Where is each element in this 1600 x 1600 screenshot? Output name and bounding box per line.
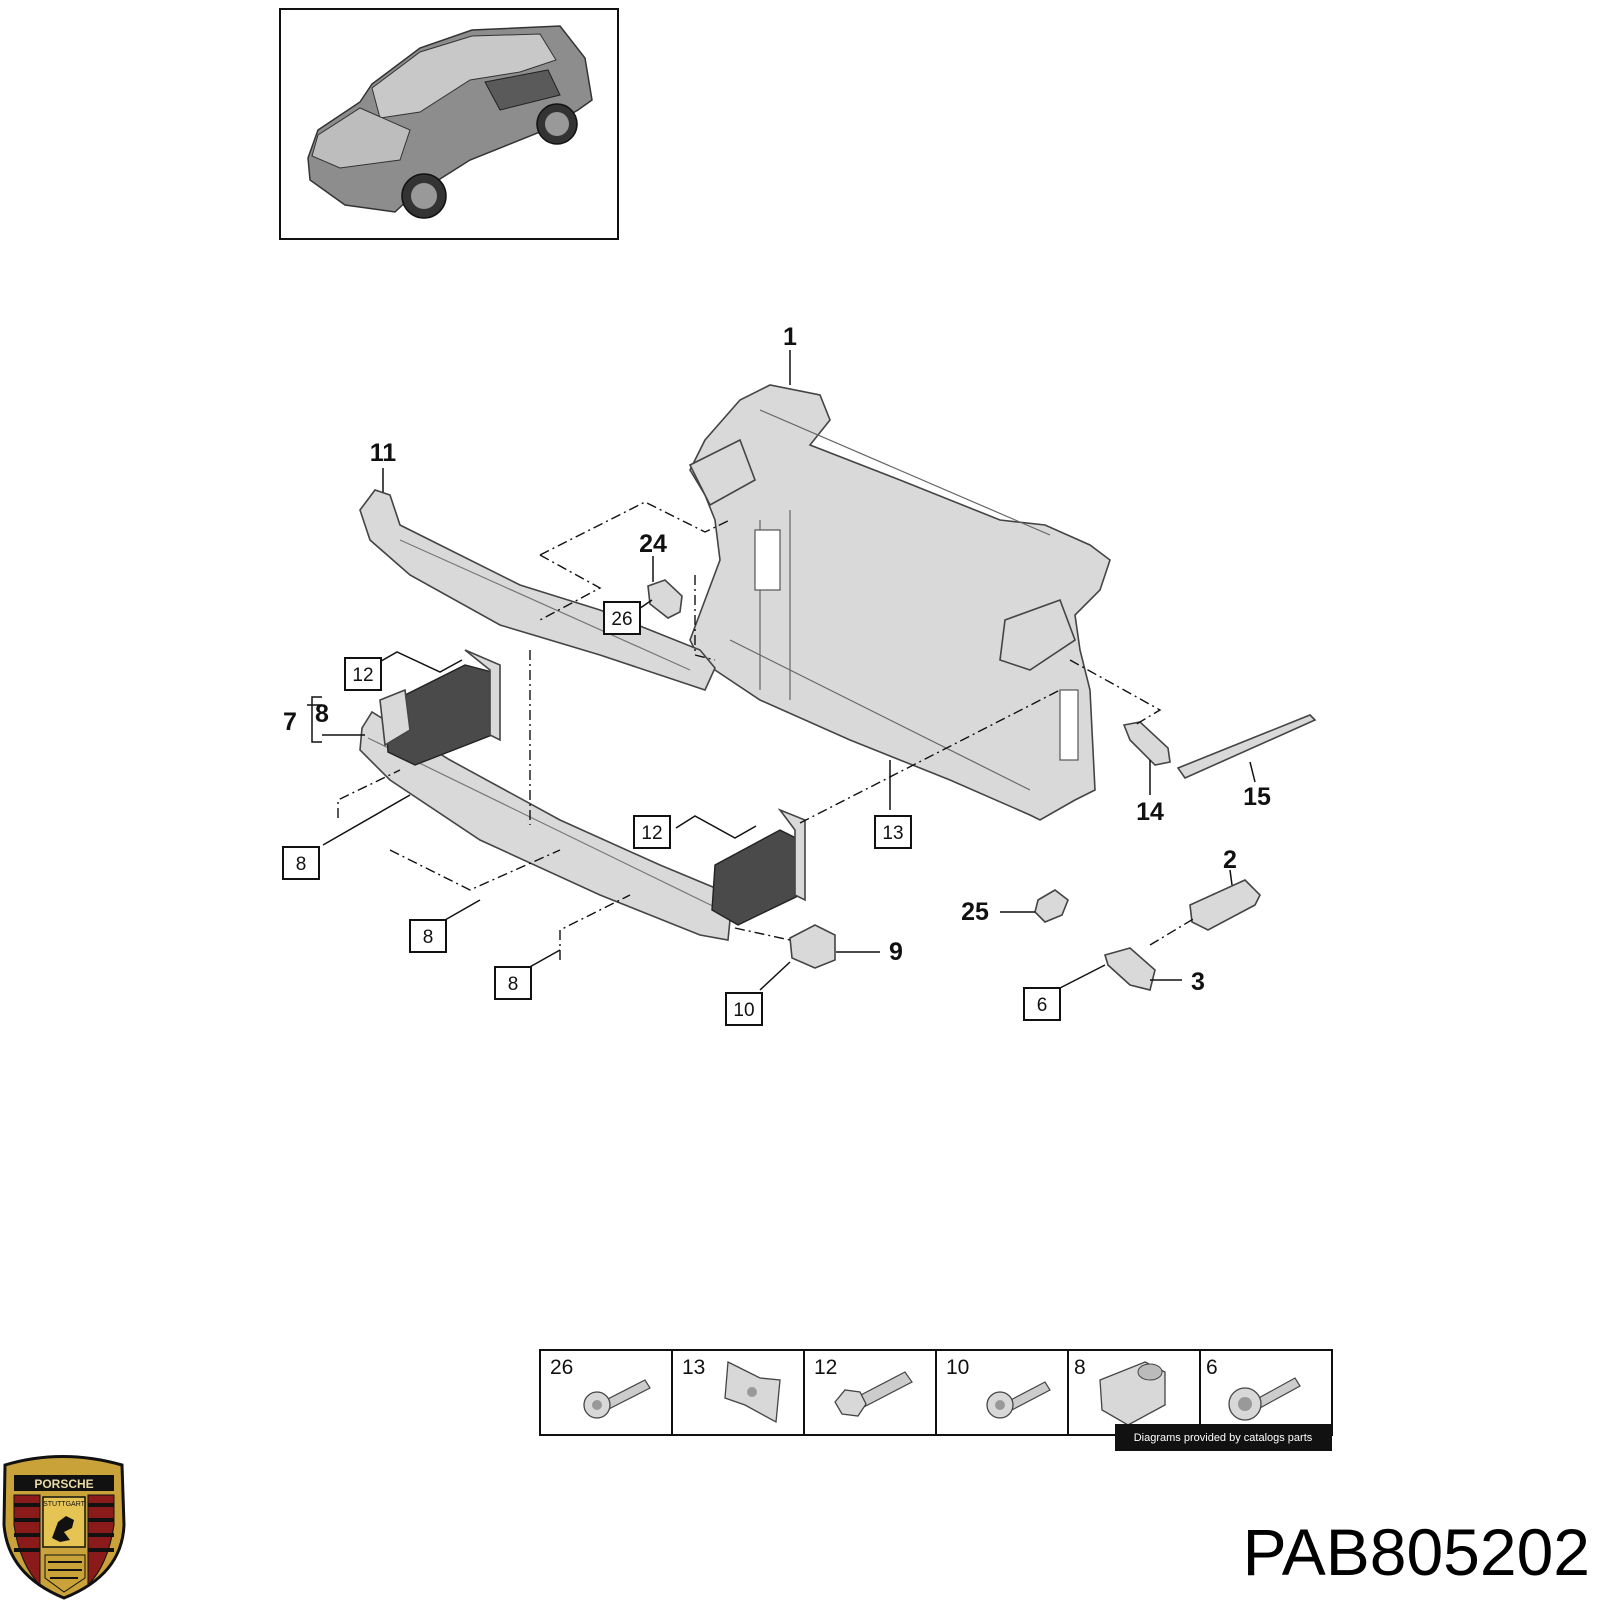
radiator-support-frame [688,384,1111,821]
svg-text:Diagrams provided by catalogs: Diagrams provided by catalogs parts [1134,1432,1313,1444]
bracket-part-3 [1103,947,1156,991]
boxed-callout-13: 13 [874,815,912,849]
clip-nut-icon [724,1360,781,1424]
screw-icon [583,1379,651,1419]
svg-text:26: 26 [611,609,632,630]
callout-24: 24 [639,530,667,558]
callout-3: 3 [1191,968,1205,996]
leader-lines [307,350,1256,991]
callout-8: 8 [315,700,329,728]
callout-25: 25 [961,898,989,926]
hardware-table: 26 13 12 10 [539,1349,1333,1451]
torx-bolt-icon [1228,1377,1301,1421]
callout-11: 11 [370,439,397,467]
bracket-part-24 [647,579,683,619]
crash-box-right [711,808,806,926]
bracket-part-2 [1189,879,1261,931]
boxed-callout-8-c: 8 [494,966,532,1000]
callout-1: 1 [783,323,797,351]
callout-labels: 1 11 24 7 8 14 15 2 25 9 3 [283,323,1271,996]
svg-text:6: 6 [1037,995,1048,1016]
upper-cross-member [359,489,716,691]
callout-14: 14 [1136,798,1164,826]
callout-7: 7 [283,708,297,736]
boxed-callout-26: 26 [603,601,641,635]
crash-box-left [379,649,501,766]
bracket-part-14 [1122,721,1171,766]
vehicle-illustration [307,25,593,219]
porsche-crest-logo: PORSCHE STUTTGART [2,1455,126,1600]
boxed-callout-10: 10 [725,992,763,1026]
boxed-callout-12-left: 12 [344,657,382,691]
svg-text:PORSCHE: PORSCHE [34,1477,93,1491]
boxed-callouts: 26 12 12 13 8 8 8 10 [282,601,1061,1026]
svg-text:8: 8 [1074,1356,1086,1379]
callout-15: 15 [1243,783,1271,811]
svg-text:13: 13 [682,1356,705,1379]
hardware-cell-26: 26 [550,1356,651,1419]
hardware-cell-13: 13 [682,1356,781,1424]
sensor-part-9 [789,924,836,969]
callout-9: 9 [889,938,903,966]
credit-banner: Diagrams provided by catalogs parts [1115,1424,1332,1451]
rod-part-15 [1176,714,1317,779]
part-number: PAB805202 [1243,1515,1590,1589]
svg-text:6: 6 [1206,1356,1218,1379]
hardware-cell-12: 12 [814,1356,913,1417]
boxed-callout-8-a: 8 [282,846,320,880]
hardware-cell-10: 10 [946,1356,1051,1419]
boxed-callout-6: 6 [1023,987,1061,1021]
svg-text:12: 12 [352,665,373,686]
clip-part-25 [1034,889,1069,923]
svg-text:8: 8 [423,927,434,948]
screw-icon [986,1381,1051,1419]
flange-nut-icon [1099,1361,1166,1426]
hardware-cell-6: 6 [1206,1356,1301,1421]
svg-text:STUTTGART: STUTTGART [43,1501,86,1508]
assembly-lines [337,501,1196,960]
svg-text:8: 8 [508,974,519,995]
svg-text:8: 8 [296,854,307,875]
hex-bolt-icon [834,1371,913,1417]
vehicle-thumbnail [279,8,619,240]
svg-text:12: 12 [641,823,662,844]
svg-text:10: 10 [733,1000,754,1021]
hardware-cell-8: 8 [1074,1356,1166,1426]
boxed-callout-8-b: 8 [409,919,447,953]
svg-text:10: 10 [946,1356,969,1379]
boxed-callout-12-right: 12 [633,815,671,849]
svg-text:12: 12 [814,1356,837,1379]
callout-2: 2 [1223,846,1237,874]
svg-text:13: 13 [882,823,903,844]
svg-text:26: 26 [550,1356,573,1379]
